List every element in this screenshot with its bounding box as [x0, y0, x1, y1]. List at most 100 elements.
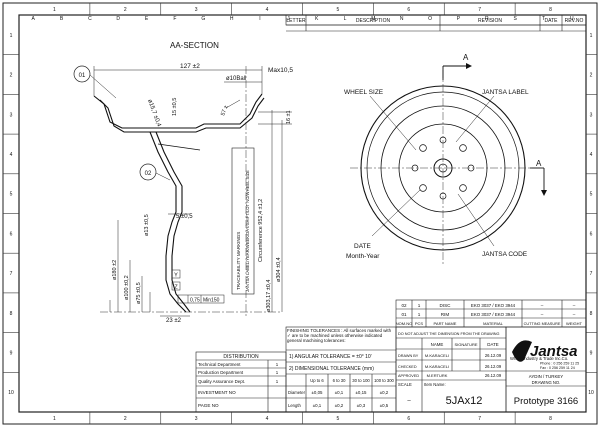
frame-row-label: 6 [590, 231, 593, 237]
marker-z: Z [174, 285, 178, 291]
dim-16: 16 ±1 [286, 110, 292, 124]
marker-z-box [171, 281, 181, 291]
frame-row-label: 8 [10, 311, 13, 317]
range-30: 6 to 30 [333, 378, 346, 383]
section-a-top: A [463, 53, 469, 62]
drawn-by-label: DRAWN BY [398, 354, 419, 358]
approval-signature-hdr: SIGNATURE [454, 342, 477, 347]
frame-letter-label: G [201, 16, 205, 22]
dimensional-tolerance: 2) DIMENSIONAL TOLERANCE (mm) [289, 366, 374, 372]
frame-col-label: 7 [478, 416, 481, 422]
frame-col-label: 4 [266, 416, 269, 422]
label-wheel-size: WHEEL SIZE [344, 89, 384, 96]
frame-row-label: 7 [10, 271, 13, 277]
frame-letter-label: I [259, 16, 260, 22]
drawn-by-name: M.KARACELI [425, 353, 449, 358]
approval-grid [395, 326, 587, 413]
frame-letter-label: E [145, 16, 149, 22]
frame-row-label: 4 [590, 152, 593, 158]
traceability-title: TRACEABILITY MARKINGS [236, 232, 241, 290]
frame-col-label: 3 [195, 7, 198, 13]
company-phone: Phone : 0 256 259 11 25 [540, 362, 579, 366]
investment-no: INVESTMENT NO [198, 390, 236, 395]
drawing-no-label: DRAWING NO. [532, 380, 561, 385]
parts-hdr-cut: CUTTING MEASURE [524, 322, 561, 326]
frame-row-label: 2 [590, 73, 593, 79]
rev-description-header: DESCRIPTION [356, 18, 391, 24]
tolerance-min: Min150 [203, 298, 220, 304]
drawing-no-value: Prototype 3166 [514, 396, 578, 407]
frame-grid-marks [3, 3, 597, 424]
marker-y-box [171, 269, 181, 279]
section-a-right: A [536, 159, 542, 168]
part-01-no: 01 [401, 312, 407, 317]
checked-name: M.KARACELI [425, 364, 449, 369]
frame-letter-label: C [88, 16, 92, 22]
checked-date: 26.12.09 [485, 364, 502, 369]
frame-row-label: 3 [590, 112, 593, 118]
frame-letter-label: B [60, 16, 64, 22]
section-title: AA-SECTION [170, 41, 219, 50]
scale-label: SCALE [398, 382, 412, 387]
company-brand: Jantsa [530, 343, 578, 360]
balloon-01: 01 [73, 65, 117, 99]
part-02-pcs: 1 [418, 303, 421, 308]
frame-row-label: 10 [588, 390, 594, 396]
frame-col-label: 6 [407, 416, 410, 422]
frame-row-label: 8 [590, 311, 593, 317]
label-date: DATE [354, 243, 372, 250]
frame-col-label: 3 [195, 416, 198, 422]
traceability-text: JANTSA LABEL/YEAR/WEEK/DAY/SHIFT/LOT NO/… [245, 170, 250, 292]
balloon-01-label: 01 [79, 73, 86, 79]
dist-row-quality: Quality Assurance Dept. [198, 379, 245, 384]
part-01-name: RIM [441, 312, 450, 317]
dim-width: 127 ±2 [180, 63, 200, 70]
dist-row-production: Production Department [198, 370, 244, 375]
drawn-by-date: 26.12.09 [485, 353, 502, 358]
part-02-weight: – [573, 303, 576, 308]
range-100: 30 to 100 [352, 378, 370, 383]
frame-letter-label: F [173, 16, 176, 22]
part-02-name: DISC [440, 303, 452, 308]
frame-row-label: 1 [590, 33, 593, 39]
frame-col-label: 4 [266, 7, 269, 13]
dim-75: ø75 ±0,5 [136, 282, 142, 304]
part-02-material: EKO 3037 / EKO 3944 [471, 303, 516, 308]
rev-no-header: REV.NO [565, 18, 584, 24]
frame-row-label: 9 [590, 350, 593, 356]
part-02-cut: – [541, 303, 544, 308]
frame-letter-label: D [116, 16, 120, 22]
company-fax: Fax : 0 256 259 11 24 [540, 366, 575, 370]
part-01-pcs: 1 [418, 312, 421, 317]
section-cut-line [442, 65, 545, 192]
label-month-year: Month-Year [346, 253, 380, 260]
dist-row-technical: Technical Department [198, 362, 241, 367]
frame-col-label: 2 [124, 7, 127, 13]
frame-row-label: 4 [10, 152, 13, 158]
rev-date-header: DATE [545, 18, 559, 24]
frame-letter-label: H [230, 16, 234, 22]
frame-letter-label: J [287, 16, 290, 22]
frame-letter-label: O [428, 16, 432, 22]
dim-23: 23 ±2 [166, 318, 182, 324]
frame-row-label: 1 [10, 33, 13, 39]
frame-letter-label: S [513, 16, 517, 22]
dist-copy-technical: 1 [276, 362, 279, 367]
parts-hdr-no: NOM.NO [396, 321, 412, 326]
company-city: AYDIN / TURKEY [529, 374, 564, 379]
dim-180: ø180 ±2 [112, 260, 118, 280]
range-6: Up to 6 [310, 378, 324, 383]
diameter-val-2: ±0,1 [335, 390, 344, 395]
frame-col-label: 1 [53, 416, 56, 422]
section-dimension-lines [93, 66, 292, 317]
dim-13: ø13 ±0,5 [144, 214, 150, 236]
frame-col-label: 2 [124, 416, 127, 422]
frame-row-label: 6 [10, 231, 13, 237]
dim-ball: ø10Ball [226, 76, 246, 82]
frame-col-label: 1 [53, 7, 56, 13]
company-name: Wheel Industry & Trade Inc.Co. [510, 356, 568, 361]
frame-letter-label: N [400, 16, 404, 22]
